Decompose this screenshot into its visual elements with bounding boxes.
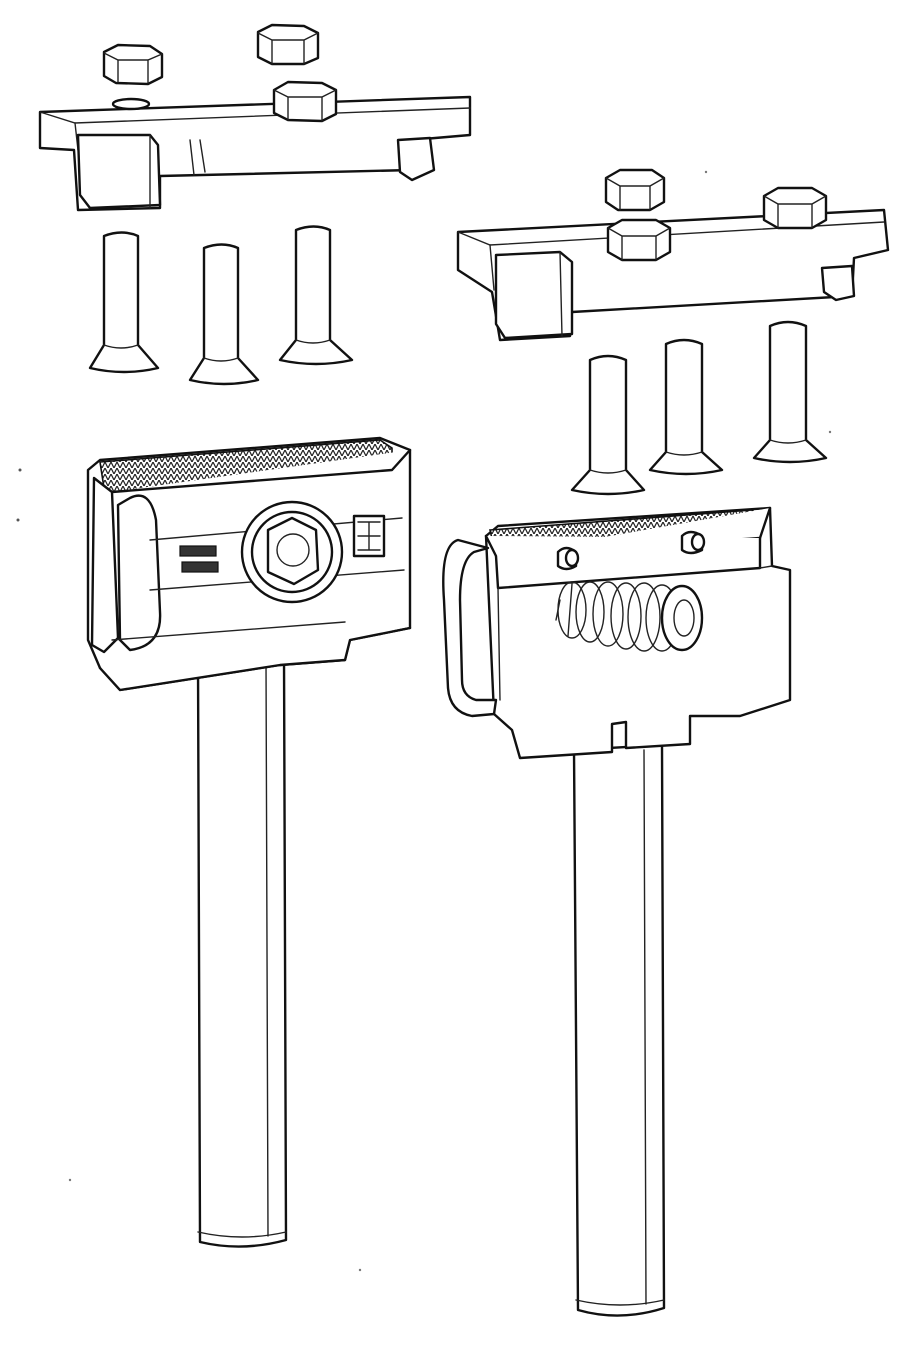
right-assembly — [442, 168, 890, 1317]
left-bolt-3 — [278, 225, 354, 366]
left-plate-hole — [111, 97, 151, 111]
right-bolt-1 — [570, 354, 646, 496]
right-clamp-plate — [456, 208, 890, 342]
left-clamp-body — [86, 436, 412, 692]
right-rod — [572, 743, 666, 1317]
left-hex-nut-1 — [102, 43, 164, 86]
left-hex-nut-2 — [256, 23, 320, 66]
left-bolt-1 — [88, 231, 160, 374]
left-assembly — [38, 23, 472, 1248]
right-bolt-2 — [648, 338, 724, 476]
right-clamp-body — [442, 506, 792, 760]
right-bolt-3 — [752, 320, 828, 464]
right-body-pin-1 — [556, 546, 580, 571]
left-bolt-2 — [188, 243, 260, 386]
right-hex-nut-2 — [762, 186, 828, 230]
left-clamp-plate — [38, 95, 472, 212]
left-body-marking-bars — [179, 545, 219, 573]
right-hex-nut-1 — [604, 168, 666, 212]
scan-speckles — [16, 170, 832, 1272]
right-body-spring — [555, 581, 704, 652]
left-hex-nut-3 — [272, 80, 338, 123]
left-body-marking-glyph — [352, 514, 386, 558]
left-hex-adjuster — [240, 500, 344, 604]
right-body-pin-2 — [680, 530, 706, 555]
left-rod — [196, 653, 288, 1248]
right-hex-nut-3 — [606, 218, 672, 262]
